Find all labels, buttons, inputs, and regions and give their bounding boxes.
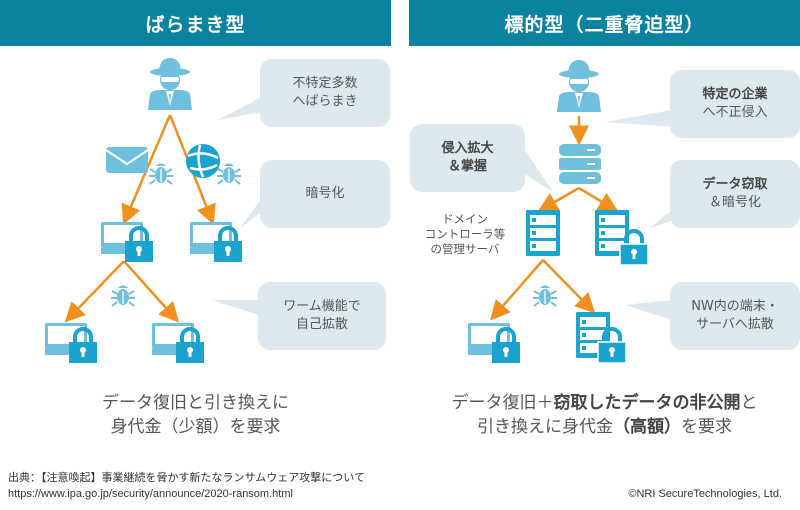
bubble-encryption: 暗号化 (260, 160, 390, 228)
left-caption: データ復旧と引き換えに 身代金（少額）を要求 (0, 392, 391, 440)
locked-pc-icon (466, 321, 522, 365)
caption-emphasis: 窃取したデータの非公開 (553, 393, 741, 413)
note-text: ドメイン (442, 212, 488, 226)
bubble-text: サーバへ拡散 (696, 317, 774, 332)
bubble-text: 自己拡散 (295, 317, 348, 332)
source-citation: 出典：【注意喚起】事業継続を脅かす新たなランサムウェア攻撃について https:… (8, 471, 365, 503)
malware-bug-icon (148, 162, 174, 185)
worm-bug-icon (532, 284, 558, 307)
right-panel-header: 標的型（二重脅迫型） (409, 0, 800, 46)
bubble-text: 不特定多数 (292, 76, 358, 92)
bubble-mass-distribution: 不特定多数 へばらまき (260, 59, 390, 127)
right-panel-title: 標的型（二重脅迫型） (504, 13, 705, 36)
caption-line: 引き換えに身代金（高額）を要求 (409, 416, 800, 440)
domain-controller-label: ドメイン コントローラ等 の管理サーバ (410, 212, 520, 257)
caption-text: を要求 (681, 416, 732, 437)
bubble-text: ワーム機能で (283, 299, 361, 315)
entry-server-icon (559, 144, 601, 184)
bubble-text: ＆暗号化 (708, 195, 761, 210)
copyright: ©NRI SecureTechnologies, Ltd. (628, 487, 782, 503)
right-attack-arrows (490, 116, 619, 321)
bubble-text: NW内の端末・ (691, 299, 779, 315)
web-globe-icon (186, 144, 220, 178)
bubble-tail (212, 300, 262, 316)
email-icon (105, 147, 149, 173)
source-url-link[interactable]: https://www.ipa.go.jp/security/announce/… (8, 487, 293, 500)
caption-line: データ復旧＋窃取したデータの非公開と (409, 392, 800, 416)
caption-emphasis: （高額） (613, 416, 681, 437)
locked-pc-icon (43, 321, 99, 365)
note-text: の管理サーバ (430, 241, 500, 256)
bubble-intrusion: 特定の企業 へ不正侵入 (670, 70, 800, 138)
left-attack-arrows (64, 114, 216, 323)
bubble-network-spread: NW内の端末・ サーバへ拡散 (670, 282, 800, 350)
locked-pc-icon (188, 220, 244, 264)
hacker-icon (148, 58, 192, 110)
copyright-text: ©NRI SecureTechnologies, Ltd. (628, 488, 782, 500)
locked-pc-icon (99, 220, 155, 264)
bubble-text: データ窃取 (702, 177, 768, 193)
caption-text: データ復旧＋ (451, 393, 554, 413)
bubble-text: 特定の企業 (702, 87, 768, 103)
caption-line: 身代金（少額）を要求 (110, 416, 281, 437)
hacker-icon (557, 60, 601, 112)
bubble-text: 侵入拡大 (441, 141, 494, 157)
caption-text: と (740, 393, 758, 413)
locked-pc-icon (150, 321, 206, 365)
domain-controller-server-icon (526, 210, 560, 256)
bubble-text: 暗号化 (305, 186, 345, 202)
bubble-expansion: 侵入拡大 ＆掌握 (410, 124, 525, 192)
left-panel-header: ばらまき型 (0, 0, 391, 46)
left-panel-title: ばらまき型 (145, 13, 246, 36)
bubble-tail (625, 300, 672, 320)
caption-text: 引き換えに身代金 (477, 416, 613, 437)
caption-line: データ復旧と引き換えに (102, 393, 289, 413)
bubble-worm-spread: ワーム機能で 自己拡散 (258, 282, 386, 350)
bubble-tail (218, 97, 262, 120)
note-text: コントローラ等 (424, 226, 506, 241)
bubble-tail (605, 110, 672, 127)
bubble-text: ＆掌握 (447, 159, 487, 174)
bubble-data-theft: データ窃取 ＆暗号化 (670, 160, 800, 228)
source-text: 出典：【注意喚起】事業継続を脅かす新たなランサムウェア攻撃について (8, 472, 365, 484)
malware-bug-icon (216, 162, 242, 185)
bubble-text: へばらまき (292, 94, 358, 109)
bubble-text: へ不正侵入 (702, 105, 768, 120)
worm-bug-icon (110, 284, 136, 307)
right-caption: データ復旧＋窃取したデータの非公開と 引き換えに身代金（高額）を要求 (409, 392, 800, 440)
